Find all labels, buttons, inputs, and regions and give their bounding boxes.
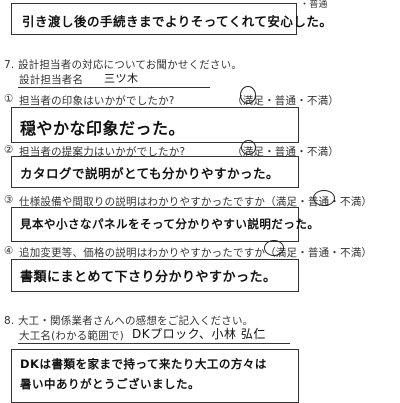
carpenter-underline	[18, 343, 290, 344]
q1-answer-box: 穏やかな印象だった。	[11, 107, 299, 143]
q3-num: ③	[4, 194, 14, 206]
q2-answer-box: カタログで説明がとても分かりやすかった。	[11, 156, 299, 188]
q4-answer-box: 書類にまとめて下さり分かりやすかった。	[11, 259, 299, 292]
q2-rating-options: （満足・普通・不満）	[232, 146, 339, 158]
top-partial-rating: ・普通	[300, 0, 328, 10]
q2-question: 担当者の提案力はいかがでしたか?	[19, 146, 186, 158]
q2-selected-circle	[241, 140, 256, 155]
section8-answer-box: DKは書類を家まで持って来たり大工の方々は 暑い中ありがとうございました。	[11, 349, 299, 403]
q4-num: ④	[4, 245, 14, 257]
q4-selected-circle	[264, 240, 284, 256]
q1-question: 担当者の印象はいかがでしたか?	[19, 95, 175, 107]
q1-num: ①	[4, 93, 14, 105]
q1-selected-circle	[240, 86, 256, 104]
q1-answer: 穏やかな印象だった。	[20, 119, 186, 138]
section6-answer: 引き渡し後の手続きまでよりそってくれて安心した。	[22, 14, 333, 29]
carpenter-name: DKプロック、小林 弘仁	[132, 327, 266, 341]
section6-answer-box: 引き渡し後の手続きまでよりそってくれて安心した。	[11, 3, 332, 35]
q3-answer: 見本や小さなパネルをそって分かりやすい説明だった。	[20, 217, 320, 231]
section8-answer-line1: DKは書類を家まで持って来たり大工の方々は	[20, 357, 267, 371]
q3-question: 仕様設備や間取りの説明はわかりやすかったですか（満足・普通・不満）	[19, 196, 373, 208]
staff-name: 三ツ木	[104, 72, 139, 85]
staff-underline	[18, 87, 210, 88]
section8-heading: 8. 大工・関係業者さんへの感想をご記入ください。	[4, 315, 254, 327]
q4-answer: 書類にまとめて下さり分かりやすかった。	[20, 270, 277, 285]
staff-label: 設計担当者名	[19, 74, 84, 86]
q4-question: 追加変更等、価格の説明はわかりやすかったですか（満足・普通・不満）	[19, 247, 373, 259]
q2-num: ②	[4, 144, 14, 156]
carpenter-label: 大工名(わかる範囲で)	[19, 330, 124, 342]
q3-selected-circle	[313, 190, 335, 206]
section7-heading: 7. 設計担当者の対応についてお聞かせください。	[4, 59, 243, 71]
q1-rating-options: （満足・普通・不満）	[232, 95, 339, 107]
q2-answer: カタログで説明がとても分かりやすかった。	[20, 166, 280, 181]
section8-answer-line2: 暑い中ありがとうございました。	[20, 377, 200, 391]
q3-answer-box: 見本や小さなパネルをそって分かりやすい説明だった。	[11, 207, 319, 242]
